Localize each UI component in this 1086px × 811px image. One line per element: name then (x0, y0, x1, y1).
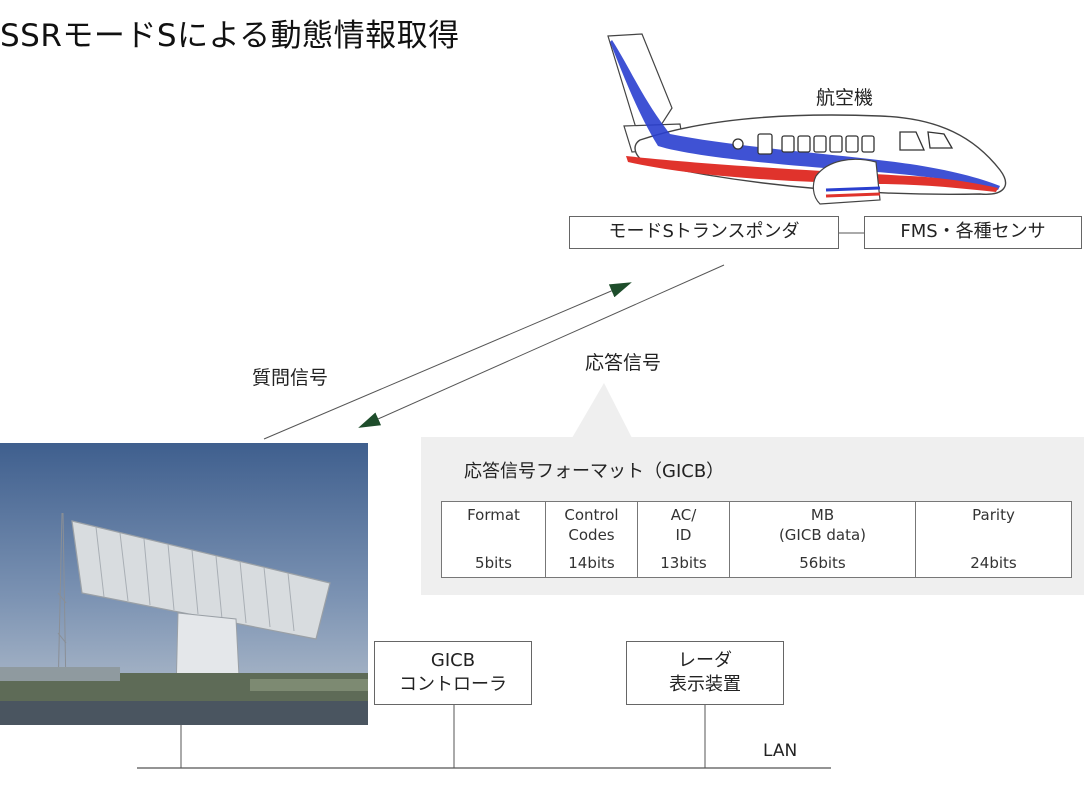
radar-antenna-photo (0, 443, 368, 725)
mode-s-transponder-box: モードSトランスポンダ (569, 216, 839, 249)
field-control-codes-name: Control Codes (564, 506, 619, 544)
field-mb-name: MB (GICB data) (778, 506, 867, 544)
field-ac-id-bits: 13bits (660, 553, 707, 572)
aircraft-windows (732, 131, 954, 155)
field-ac-id-name: AC/ ID (670, 506, 697, 544)
gicb-controller-label: GICB コントローラ (399, 649, 507, 695)
diagram-title: SSRモードSによる動態情報取得 (0, 18, 460, 54)
fms-sensors-box: FMS・各種センサ (864, 216, 1082, 249)
aircraft-stripe-red (626, 156, 998, 192)
field-control-codes: Control Codes 14bits (545, 501, 638, 578)
interrogation-arrow (263, 282, 632, 440)
field-mb-bits: 56bits (799, 553, 846, 572)
gicb-controller-box: GICB コントローラ (374, 641, 532, 705)
field-format-name: Format (467, 506, 520, 524)
field-format: Format 5bits (441, 501, 546, 578)
aircraft-illustration (607, 33, 1007, 205)
mode-s-transponder-label: モードSトランスポンダ (608, 221, 800, 243)
field-format-bits: 5bits (475, 553, 512, 572)
aircraft-label: 航空機 (816, 87, 874, 109)
lan-label: LAN (763, 741, 798, 761)
field-parity: Parity 24bits (915, 501, 1072, 578)
fms-sensors-label: FMS・各種センサ (900, 221, 1046, 243)
radar-display-label: レーダ 表示装置 (669, 649, 741, 695)
field-control-codes-bits: 14bits (568, 553, 615, 572)
interrogation-signal-label: 質問信号 (252, 367, 329, 389)
aircraft-engine (812, 158, 881, 205)
reply-signal-label: 応答信号 (585, 352, 662, 374)
aircraft-stripe-blue (610, 40, 1000, 190)
field-parity-bits: 24bits (970, 553, 1017, 572)
field-parity-name: Parity (972, 506, 1015, 524)
field-ac-id: AC/ ID 13bits (637, 501, 730, 578)
reply-format-title: 応答信号フォーマット（GICB） (464, 461, 725, 482)
reply-arrow (358, 264, 725, 428)
field-mb: MB (GICB data) 56bits (729, 501, 916, 578)
radar-display-box: レーダ 表示装置 (626, 641, 784, 705)
reply-format-table: Format 5bits Control Codes 14bits AC/ ID… (441, 501, 1072, 578)
aircraft-tail (607, 33, 673, 137)
